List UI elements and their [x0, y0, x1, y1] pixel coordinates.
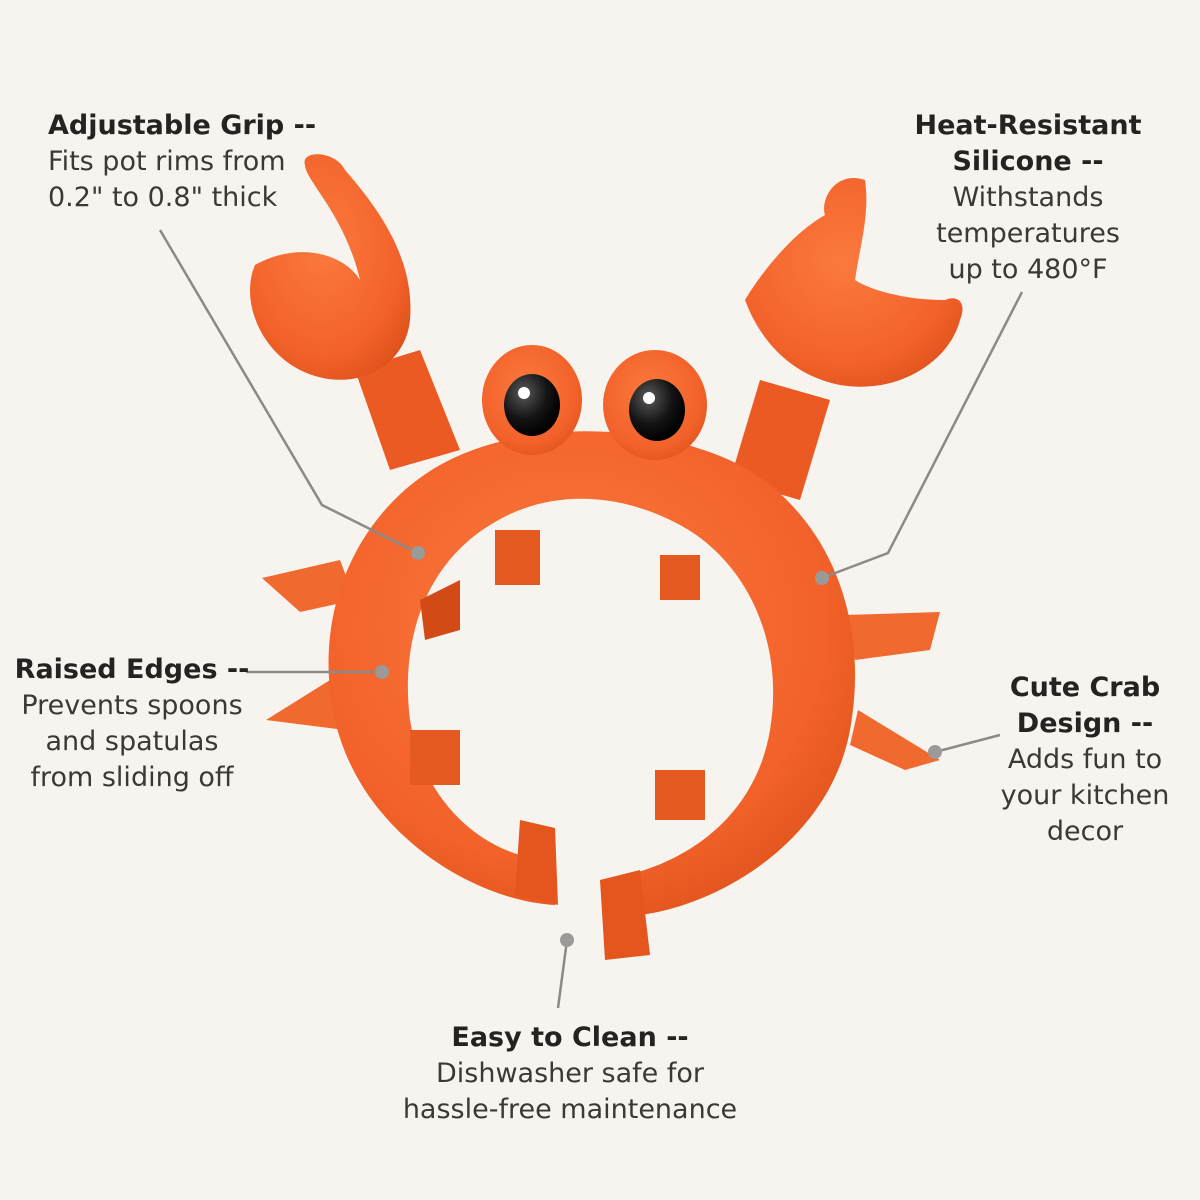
callout-text: temperatures [936, 218, 1120, 249]
left-spikes [262, 560, 355, 730]
callout-text: up to 480°F [948, 254, 1108, 285]
leader-crab [934, 733, 1001, 754]
leader-lines [158, 229, 1024, 1009]
callout-text: Fits pot rims from [48, 146, 286, 177]
callout-text: your kitchen [1000, 780, 1170, 811]
callout-heat-resistant: Heat-Resistant Silicone -- Withstands te… [900, 108, 1156, 288]
crab-eyes [482, 345, 707, 460]
callout-text: from sliding off [30, 762, 234, 793]
callout-text: 0.2" to 0.8" thick [48, 182, 278, 213]
leader-grip [158, 229, 419, 555]
callout-text: Prevents spoons [21, 690, 243, 721]
left-claw [250, 154, 460, 470]
callout-easy-clean: Easy to Clean -- Dishwasher safe for has… [400, 1020, 740, 1128]
right-spikes [845, 612, 940, 770]
callout-text: hassle-free maintenance [402, 1094, 738, 1125]
callout-title: Silicone -- [952, 146, 1104, 177]
callout-cute-crab: Cute Crab Design -- Adds fun to your kit… [985, 670, 1185, 850]
callout-title: Easy to Clean -- [451, 1022, 689, 1053]
callout-text: Adds fun to [1007, 744, 1163, 775]
callout-title: Design -- [1016, 708, 1154, 739]
leader-clean [556, 939, 569, 1009]
callout-text: Dishwasher safe for [435, 1058, 704, 1089]
callout-adjustable-grip: Adjustable Grip -- Fits pot rims from 0.… [48, 108, 348, 216]
callout-text: Withstands [952, 182, 1104, 213]
ring-body [328, 431, 856, 960]
callout-title: Cute Crab [1009, 672, 1161, 703]
callout-title: Heat-Resistant [914, 110, 1142, 141]
callout-title: Adjustable Grip -- [48, 110, 317, 141]
callout-raised-edges: Raised Edges -- Prevents spoons and spat… [8, 652, 256, 796]
right-claw [730, 178, 963, 500]
callout-text: decor [1046, 816, 1124, 847]
callout-text: and spatulas [45, 726, 219, 757]
leader-heat [821, 291, 1024, 580]
callout-title: Raised Edges -- [14, 654, 250, 685]
leader-dots [375, 546, 942, 947]
